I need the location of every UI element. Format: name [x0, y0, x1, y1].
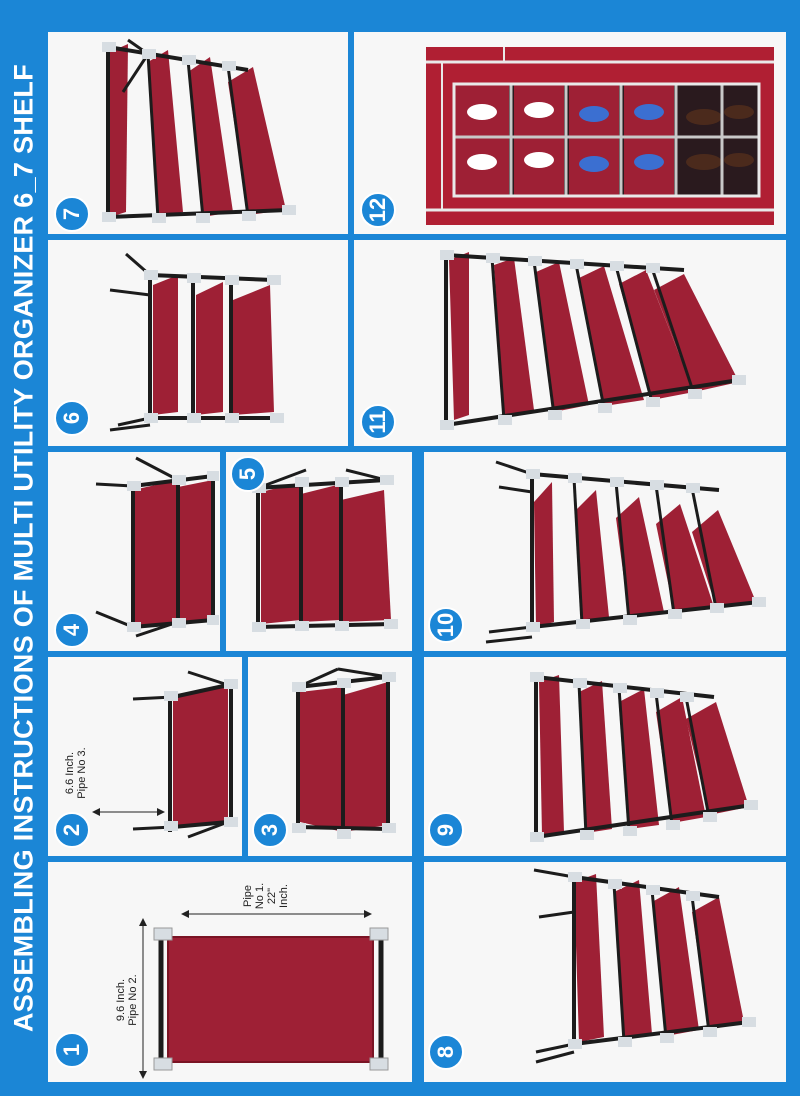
step-5-panel: 5 [226, 452, 412, 651]
pipe-1-line2: No 1. [254, 882, 266, 910]
two-shelf-frame-icon [292, 667, 396, 839]
step-number: 3 [257, 823, 282, 837]
pipe-1-line4: Inch. [278, 884, 290, 908]
step-10-panel: 10 [424, 452, 786, 651]
step-badge: 3 [252, 812, 288, 848]
step-3-panel: 3 [248, 657, 412, 856]
step-number: 1 [59, 1043, 84, 1057]
step-9-panel: 9 [424, 657, 786, 856]
page-title: ASSEMBLING INSTRUCTIONS OF MULTI UTILITY… [8, 63, 39, 1033]
finished-organizer-with-cover-icon [426, 47, 774, 225]
pipe-1-label: Pipe No 1. 22" Inch. [242, 862, 294, 936]
step-number: 11 [365, 410, 390, 434]
step-1-panel: Pipe No 1. 22" Inch. 9.6 Inch. Pipe No 2… [48, 862, 412, 1082]
step-badge: 7 [54, 196, 90, 232]
three-shelf-frame-with-pipes-icon [109, 252, 284, 432]
five-shelf-frame-with-pipes-icon [485, 460, 766, 644]
step-number: 7 [59, 207, 84, 221]
five-shelf-frame-icon [530, 672, 758, 842]
step-badge: 8 [428, 1034, 464, 1070]
four-shelf-frame-with-pipes-icon [533, 868, 756, 1064]
step-badge: 9 [428, 812, 464, 848]
pipe-3-line1: 6.6 Inch. [64, 751, 76, 795]
four-shelf-frame-icon [102, 38, 296, 223]
pipe-2-line2: Pipe No 2. [127, 974, 139, 1026]
step-badge: 12 [360, 192, 396, 228]
step-number: 2 [59, 823, 84, 837]
pipe-1-line1: Pipe [242, 884, 254, 908]
step-badge: 2 [54, 812, 90, 848]
step-badge: 4 [54, 612, 90, 648]
step-badge: 1 [54, 1032, 90, 1068]
step-badge: 10 [428, 607, 464, 643]
step-badge: 5 [230, 456, 266, 492]
six-shelf-frame-icon [440, 250, 746, 430]
step-7-panel: 7 [48, 32, 348, 234]
step-4-panel: 4 [48, 452, 220, 651]
step-12-panel: 12 [354, 32, 786, 234]
step-number: 8 [433, 1045, 458, 1059]
two-shelf-frame-with-pipes-icon [95, 456, 219, 638]
three-shelf-frame-icon [252, 468, 398, 632]
step-8-panel: 8 [424, 862, 786, 1082]
single-shelf-frame-icon [92, 670, 238, 839]
title-band: ASSEMBLING INSTRUCTIONS OF MULTI UTILITY… [0, 0, 48, 1096]
step-number: 9 [433, 823, 458, 837]
pipe-3-line2: Pipe No 3. [76, 747, 88, 799]
step-badge: 11 [360, 404, 396, 440]
pipe-2-label: 9.6 Inch. Pipe No 2. [115, 960, 141, 1040]
step-6-panel: 6 [48, 240, 348, 446]
pipe-2-line1: 9.6 Inch. [115, 978, 127, 1022]
step-number: 12 [365, 197, 390, 223]
step-number: 6 [59, 411, 84, 425]
step-number: 10 [433, 612, 458, 638]
step-11-panel: 11 [354, 240, 786, 446]
step-number: 5 [235, 467, 260, 481]
step-number: 4 [59, 623, 84, 637]
pipe-3-label: 6.6 Inch. Pipe No 3. [64, 738, 90, 808]
pipe-1-line3: 22" [266, 887, 278, 905]
step-badge: 6 [54, 400, 90, 436]
base-frame-with-pipes-icon [139, 910, 389, 1079]
step-2-panel: 6.6 Inch. Pipe No 3. 2 [48, 657, 242, 856]
